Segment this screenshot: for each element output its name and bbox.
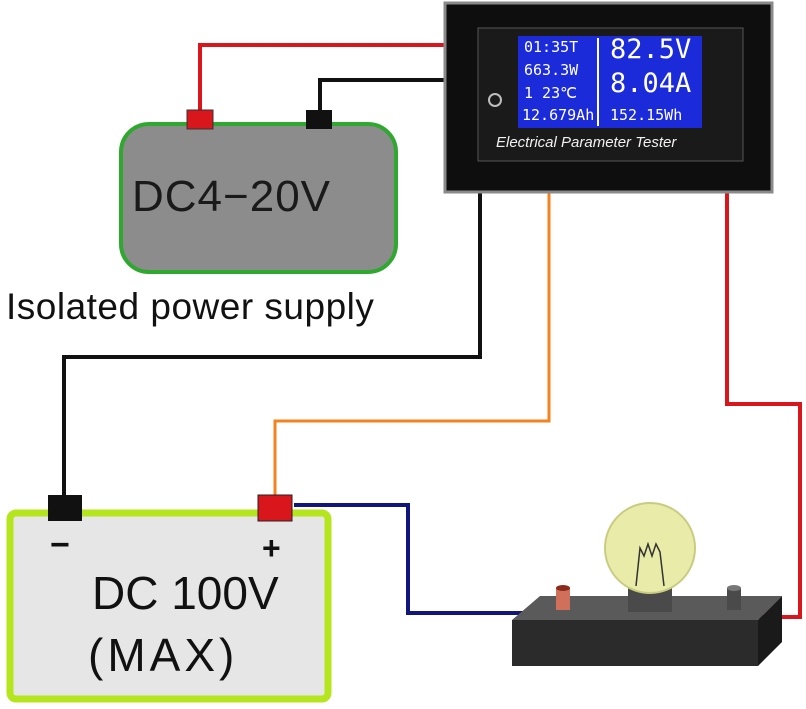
lcd-voltage: 82.5V bbox=[610, 34, 692, 65]
battery-max-label: (MAX) bbox=[88, 629, 239, 681]
supply-negative-terminal bbox=[306, 110, 332, 129]
power-supply-label: DC4−20V bbox=[132, 172, 332, 221]
power-supply-body bbox=[119, 122, 398, 274]
wires bbox=[62, 43, 802, 619]
lcd-screen bbox=[518, 36, 702, 128]
blue-wire bbox=[294, 503, 562, 615]
lamp bbox=[512, 502, 782, 666]
lamp-base-side bbox=[758, 596, 782, 666]
black-wire-battery bbox=[62, 190, 482, 496]
lamp-base-front bbox=[512, 620, 758, 666]
orange-wire bbox=[273, 190, 551, 496]
power-supply-caption: Isolated power supply bbox=[6, 286, 375, 327]
battery-positive-terminal bbox=[257, 494, 293, 522]
black-wire-supply bbox=[318, 78, 445, 112]
battery-plus-sign: + bbox=[262, 530, 281, 566]
load-terminal-right bbox=[727, 588, 741, 610]
red-wire-load bbox=[725, 190, 802, 619]
tester-brand-label: Electrical Parameter Tester bbox=[496, 134, 677, 151]
lcd-time: 01:35T bbox=[524, 38, 579, 56]
red-wire-supply bbox=[198, 43, 445, 112]
load-terminal-left-top bbox=[556, 585, 570, 591]
tester-button-icon bbox=[488, 93, 502, 107]
lcd-capacity: 12.679Ah bbox=[522, 106, 595, 124]
battery-negative-terminal bbox=[48, 495, 82, 521]
lcd-power: 663.3W bbox=[524, 61, 579, 79]
battery-body bbox=[6, 509, 332, 703]
lcd-current: 8.04A bbox=[610, 68, 692, 99]
load-terminal-right-top bbox=[727, 585, 741, 591]
load-terminal-left bbox=[556, 588, 570, 610]
battery-voltage-label: DC 100V bbox=[92, 567, 279, 619]
supply-positive-terminal bbox=[186, 109, 214, 130]
lcd-energy: 152.15Wh bbox=[610, 106, 683, 124]
lcd-temperature: 1 23℃ bbox=[524, 84, 577, 102]
bulb-filament bbox=[635, 541, 665, 587]
battery-minus-sign: − bbox=[50, 526, 70, 564]
